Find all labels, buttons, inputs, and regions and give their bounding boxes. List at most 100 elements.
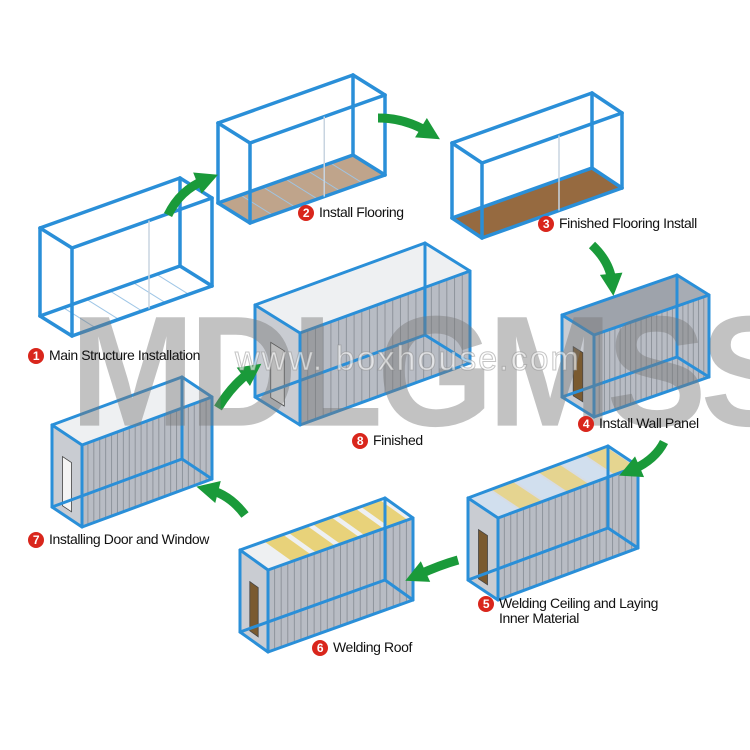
container-step-3 <box>450 91 624 240</box>
steel-frame-beam <box>238 630 270 654</box>
floor-joist <box>156 273 189 295</box>
door-window <box>270 341 285 407</box>
steel-frame-beam <box>351 153 387 177</box>
steel-frame-beam <box>606 526 640 550</box>
container-step-2 <box>216 73 387 225</box>
steel-frame-beam <box>423 333 472 365</box>
floor-joist <box>63 307 96 329</box>
steel-frame-beam <box>590 91 624 115</box>
floor-joist <box>330 162 363 184</box>
steel-frame-beam <box>248 173 387 225</box>
door-opening <box>572 345 584 403</box>
steel-frame-beam <box>423 241 472 273</box>
steel-frame-beam <box>50 505 84 529</box>
roof-insulation <box>336 508 384 536</box>
door-opening <box>478 528 488 586</box>
steel-frame-beam <box>80 395 214 447</box>
step-badge: 3 <box>538 216 554 232</box>
steel-frame-beam <box>38 176 182 230</box>
arrow-3-to-4-head <box>599 272 623 296</box>
steel-frame-beam <box>450 166 594 220</box>
step-badge: 4 <box>578 416 594 432</box>
steel-frame-beam <box>466 578 500 602</box>
steel-frame-beam <box>590 166 624 190</box>
roof-insulation <box>288 525 336 553</box>
step-badge: 6 <box>312 640 328 656</box>
steel-frame-beam <box>675 273 711 297</box>
steel-frame-beam <box>450 91 594 145</box>
steel-frame-beam <box>560 395 596 419</box>
steel-frame-beam <box>383 496 415 520</box>
floor-panel <box>452 168 622 238</box>
steel-frame-beam <box>216 153 355 205</box>
steel-frame-beam <box>592 375 711 419</box>
steel-frame-beam <box>480 186 624 240</box>
steel-frame-beam <box>238 548 270 572</box>
container-step-6 <box>238 496 415 654</box>
steel-frame-beam <box>466 496 500 520</box>
inner-material <box>514 472 566 501</box>
steel-frame-beam <box>180 375 214 399</box>
inner-material <box>538 464 589 492</box>
steel-frame-beam <box>216 201 252 225</box>
steel-frame-beam <box>180 457 214 481</box>
container-step-5 <box>466 444 640 602</box>
floor-joist <box>262 186 296 208</box>
step-badge: 5 <box>478 596 494 612</box>
steel-frame-beam <box>50 457 184 509</box>
floor-joist <box>240 194 273 216</box>
steel-frame-beam <box>38 264 182 318</box>
steel-frame-beam <box>496 464 640 520</box>
steel-frame-beam <box>675 355 711 379</box>
steel-frame-beam <box>450 141 484 165</box>
steel-frame-beam <box>248 93 387 145</box>
step-badge: 8 <box>352 433 368 449</box>
steel-frame-beam <box>253 395 302 427</box>
arrow-5-to-6-head <box>405 561 431 582</box>
steel-frame-beam <box>38 314 74 338</box>
step-badge: 7 <box>28 532 44 548</box>
steel-frame-beam <box>178 264 214 288</box>
floor-joist <box>86 298 119 320</box>
steel-frame-beam <box>253 303 302 335</box>
steel-frame-beam <box>480 111 624 165</box>
step-badge: 1 <box>28 348 44 364</box>
inner-material <box>491 481 543 510</box>
steel-frame-beam <box>238 578 387 634</box>
floor-joist <box>285 178 318 200</box>
steel-frame-beam <box>351 73 387 97</box>
door-window <box>62 455 72 513</box>
steel-frame-beam <box>70 284 214 338</box>
steel-frame-beam <box>266 516 415 572</box>
steel-frame-beam <box>266 598 415 654</box>
steel-frame-beam <box>496 546 640 602</box>
container-step-4 <box>560 273 711 419</box>
arrow-4-to-5-head <box>619 456 645 478</box>
steel-frame-beam <box>450 216 484 240</box>
steel-frame-beam <box>216 121 252 145</box>
arrow-1-to-2-head <box>193 172 218 194</box>
steel-frame-beam <box>216 73 355 125</box>
container-step-8 <box>253 241 472 427</box>
steel-frame-beam <box>560 273 679 317</box>
steel-frame-beam <box>298 361 472 427</box>
steel-frame-beam <box>592 293 711 337</box>
steel-frame-beam <box>38 226 74 250</box>
roof-insulation <box>312 517 360 544</box>
floor-joist <box>109 290 143 312</box>
steel-frame-beam <box>560 313 596 337</box>
steel-frame-beam <box>70 196 214 250</box>
inner-material <box>584 446 636 475</box>
steel-frame-beam <box>50 423 84 447</box>
door-opening <box>249 580 259 638</box>
inner-material <box>468 490 519 518</box>
roof-insulation <box>264 534 312 562</box>
